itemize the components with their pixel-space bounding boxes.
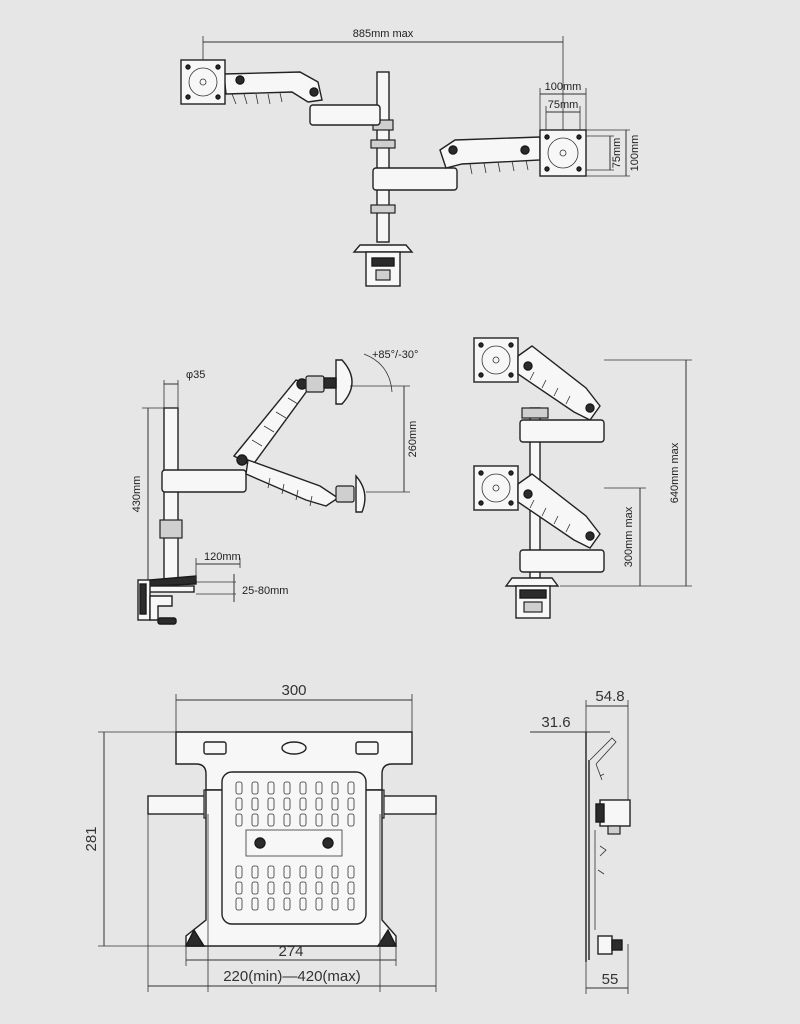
top-view: 885mm max xyxy=(180,28,641,287)
stacked-view: 640mm max 300mm max xyxy=(473,337,692,619)
top-upper-link xyxy=(309,104,381,126)
vent-slot xyxy=(315,881,323,895)
vent-slot xyxy=(235,897,243,911)
vent-slot xyxy=(331,797,339,811)
side-pole xyxy=(163,407,179,581)
vent-slot xyxy=(299,781,307,795)
vent-slot xyxy=(283,865,291,879)
side-depth-bottom-label: 55 xyxy=(602,971,619,988)
vent-slot xyxy=(251,781,259,795)
vent-slot xyxy=(235,797,243,811)
vent-slot xyxy=(251,881,259,895)
stacked-lower-link xyxy=(519,549,605,573)
tray-vent-slots xyxy=(235,781,355,911)
tilt-label: +85°/-30° xyxy=(372,349,418,361)
side-depth-mid-label: 31.6 xyxy=(541,714,570,731)
plate-outer-label: 100mm xyxy=(545,81,582,93)
clamp-thickness-label: 25-80mm xyxy=(242,585,288,597)
clamp-depth-label: 120mm xyxy=(204,551,241,563)
vent-slot xyxy=(347,865,355,879)
vent-slot xyxy=(251,865,259,879)
tray-vent-panel xyxy=(221,771,367,925)
vent-slot xyxy=(267,865,275,879)
vent-slot xyxy=(267,813,275,827)
plate-vert-inner-label: 75mm xyxy=(611,138,623,169)
side-link xyxy=(161,469,247,493)
tray-screw-right xyxy=(322,837,334,849)
vent-slot xyxy=(251,797,259,811)
vent-slot xyxy=(283,797,291,811)
vent-slot xyxy=(283,781,291,795)
vent-slot xyxy=(347,781,355,795)
tray-front-view: 300 281 274 xyxy=(83,682,437,992)
vent-slot xyxy=(283,813,291,827)
side-upper-arm xyxy=(232,379,314,467)
span-label: 885mm max xyxy=(353,28,414,40)
vent-slot xyxy=(235,865,243,879)
vent-slot xyxy=(315,781,323,795)
vent-slot xyxy=(251,813,259,827)
tray-left-arm xyxy=(147,795,209,815)
tray-side-view: 54.8 31.6 55 xyxy=(530,688,631,994)
vent-slot xyxy=(299,797,307,811)
vent-slot xyxy=(315,797,323,811)
vent-slot xyxy=(299,897,307,911)
side-lower-monitor-plate xyxy=(355,474,366,513)
top-lower-link xyxy=(372,167,458,191)
stacked-lower-arm xyxy=(517,473,601,549)
top-base xyxy=(352,244,414,253)
vent-slot xyxy=(347,881,355,895)
pole-height-label: 430mm xyxy=(131,476,143,513)
vent-slot xyxy=(315,813,323,827)
stacked-upper-link xyxy=(519,419,605,443)
vent-slot xyxy=(347,897,355,911)
vent-slot xyxy=(315,865,323,879)
vent-slot xyxy=(283,881,291,895)
side-upper-monitor-plate xyxy=(335,359,353,405)
vent-slot xyxy=(283,897,291,911)
tray-extension-label: 220(min)—420(max) xyxy=(223,968,361,985)
side-depth-top-label: 54.8 xyxy=(595,688,624,705)
top-clamp xyxy=(365,251,401,287)
top-pole xyxy=(376,71,390,243)
vent-slot xyxy=(251,897,259,911)
vent-slot xyxy=(267,897,275,911)
tray-height-label: 281 xyxy=(83,826,100,851)
vent-slot xyxy=(267,781,275,795)
tray-right-arm xyxy=(379,795,437,815)
tray-width-label: 300 xyxy=(281,682,306,699)
pole-diameter-label: φ35 xyxy=(186,369,205,381)
side-foot xyxy=(597,935,613,955)
side-view: φ35 430mm +85°/-30° 260mm xyxy=(131,349,419,625)
plate-vert-outer-label: 100mm xyxy=(629,135,641,172)
vent-slot xyxy=(267,797,275,811)
vent-slot xyxy=(235,813,243,827)
vent-slot xyxy=(331,865,339,879)
vent-slot xyxy=(331,881,339,895)
vent-slot xyxy=(331,781,339,795)
vent-slot xyxy=(235,881,243,895)
arm-range-label: 260mm xyxy=(407,421,419,458)
vent-slot xyxy=(235,781,243,795)
stacked-upper-arm xyxy=(517,345,601,421)
top-left-gas-arm xyxy=(223,71,323,103)
vent-slot xyxy=(347,813,355,827)
tray-base-width-label: 274 xyxy=(278,943,303,960)
total-height-label: 640mm max xyxy=(669,442,681,503)
side-lower-arm xyxy=(245,459,340,507)
tray-screw-left xyxy=(254,837,266,849)
side-base xyxy=(149,575,197,587)
vent-slot xyxy=(331,897,339,911)
vent-slot xyxy=(299,881,307,895)
vent-slot xyxy=(267,881,275,895)
vent-slot xyxy=(347,797,355,811)
lower-height-label: 300mm max xyxy=(623,506,635,567)
plate-inner-label: 75mm xyxy=(548,99,579,111)
vent-slot xyxy=(299,865,307,879)
vent-slot xyxy=(299,813,307,827)
vent-slot xyxy=(331,813,339,827)
vent-slot xyxy=(315,897,323,911)
